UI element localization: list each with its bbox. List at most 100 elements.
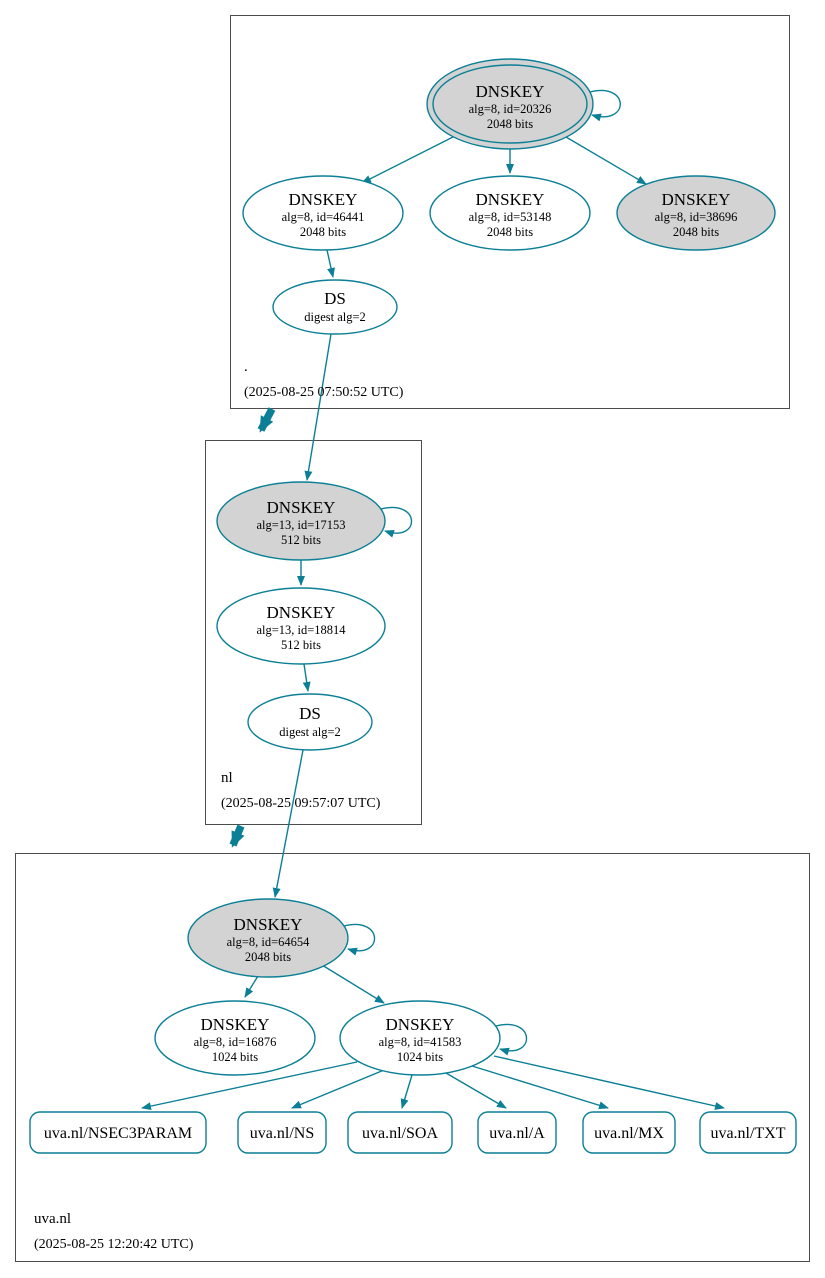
node-uva-zsk41583-dnskey[interactable]: DNSKEY alg=8, id=41583 1024 bits [339,1000,501,1076]
rrset-rect [699,1111,797,1154]
rrset-rect [237,1111,327,1154]
edge-uva-zsk41583-to-txt [493,1055,725,1110]
rrset-rect [477,1111,557,1154]
rrset-rect [29,1111,207,1154]
node-root-ds[interactable]: DS digest alg=2 [272,279,398,335]
dnskey-ellipse [242,175,404,251]
dnskey-ellipse [216,481,386,561]
dnskey-ellipse [154,1000,316,1076]
edge-uva-zsk41583-to-a [445,1072,507,1109]
zone-timestamp-root: (2025-08-25 07:50:52 UTC) [244,385,404,400]
zone-timestamp-uva-nl: (2025-08-25 12:20:42 UTC) [34,1237,194,1252]
node-title: DNSKEY [267,498,336,517]
node-bits: 512 bits [281,533,321,547]
node-nl-ds[interactable]: DS digest alg=2 [247,693,373,751]
edge-uva-zsk41583-to-soa [400,1074,413,1109]
node-bits: 2048 bits [487,117,533,131]
node-alg: alg=8, id=53148 [469,210,552,224]
ksk-inner-ellipse [432,64,588,144]
node-bits: 512 bits [281,638,321,652]
node-title: DNSKEY [386,1015,455,1034]
edge-uva-zsk41583-to-mx [471,1065,609,1110]
node-alg: alg=8, id=38696 [655,210,738,224]
node-rrset-ns[interactable]: uva.nl/NS [237,1111,327,1154]
edge-root-ksk-to-zsk46441 [361,136,454,184]
ds-ellipse [272,279,398,335]
node-title: DS [299,704,321,723]
zone-timestamp-nl: (2025-08-25 09:57:07 UTC) [221,796,381,811]
node-title: DNSKEY [201,1015,270,1034]
node-root-ksk38696-dnskey[interactable]: DNSKEY alg=8, id=38696 2048 bits [616,175,776,251]
rrset-rect [582,1111,676,1154]
node-root-ksk-dnskey[interactable]: DNSKEY alg=8, id=20326 2048 bits [426,58,594,150]
node-alg: alg=8, id=64654 [227,935,311,949]
edges [141,89,725,1111]
rrset-label: uva.nl/SOA [362,1125,438,1142]
edge-root-zsk46441-to-ds [326,249,335,278]
node-title: DNSKEY [289,190,358,209]
edge-uva-ksk-to-zsk41583 [321,964,385,1004]
dnskey-ellipse [429,175,591,251]
edge-root-ds-to-nl-ksk [304,333,332,481]
dnskey-ellipse [339,1000,501,1076]
edge-uva-zsk41583-selfloop [495,1023,528,1056]
rrset-label: uva.nl/NS [250,1125,314,1142]
node-title: DNSKEY [662,190,731,209]
node-rrset-a[interactable]: uva.nl/A [477,1111,557,1154]
zone-label-nl: nl [221,770,233,786]
rrset-label: uva.nl/NSEC3PARAM [44,1125,192,1142]
node-title: DNSKEY [476,190,545,209]
node-uva-zsk16876-dnskey[interactable]: DNSKEY alg=8, id=16876 1024 bits [154,1000,316,1076]
node-rrset-mx[interactable]: uva.nl/MX [582,1111,676,1154]
zone-box-uva-nl [15,853,810,1262]
node-rrset-soa[interactable]: uva.nl/SOA [347,1111,453,1154]
node-bits: 2048 bits [245,950,291,964]
zone-label-uva-nl: uva.nl [34,1211,71,1227]
node-alg: alg=8, id=41583 [379,1035,462,1049]
zone-box-root [230,15,790,409]
edge-nl-zsk-to-ds [302,663,311,692]
zone-label-root: . [244,359,248,375]
node-digest: digest alg=2 [279,725,341,739]
node-root-zsk53148-dnskey[interactable]: DNSKEY alg=8, id=53148 2048 bits [429,175,591,251]
ds-ellipse [247,693,373,751]
node-bits: 2048 bits [487,225,533,239]
node-alg: alg=13, id=18814 [256,623,346,637]
node-title: DS [324,289,346,308]
node-alg: alg=8, id=20326 [469,102,552,116]
node-alg: alg=13, id=17153 [256,518,345,532]
node-uva-ksk-dnskey[interactable]: DNSKEY alg=8, id=64654 2048 bits [187,898,349,978]
edge-uva-zsk41583-to-nsec3param [141,1061,358,1111]
node-nl-zsk-dnskey[interactable]: DNSKEY alg=13, id=18814 512 bits [216,587,386,665]
node-title: DNSKEY [476,82,545,101]
node-rrset-txt[interactable]: uva.nl/TXT [699,1111,797,1154]
node-digest: digest alg=2 [304,310,366,324]
rrset-label: uva.nl/MX [594,1125,664,1142]
node-rrset-nsec3param[interactable]: uva.nl/NSEC3PARAM [29,1111,207,1154]
edge-uva-ksk-to-zsk16876 [244,975,259,998]
node-bits: 2048 bits [673,225,719,239]
node-alg: alg=8, id=16876 [194,1035,277,1049]
edge-delegation-root-to-nl [257,407,276,433]
edge-root-ksk-to-ksk38696 [565,136,647,185]
rrset-label: uva.nl/A [489,1125,545,1142]
edge-root-ksk-selfloop [589,89,621,122]
node-bits: 1024 bits [212,1050,258,1064]
node-alg: alg=8, id=46441 [282,210,365,224]
node-root-zsk46441-dnskey[interactable]: DNSKEY alg=8, id=46441 2048 bits [242,175,404,251]
edge-uva-zsk41583-to-ns [291,1069,385,1109]
node-bits: 1024 bits [397,1050,443,1064]
rrset-label: uva.nl/TXT [710,1125,785,1142]
dnskey-ellipse [616,175,776,251]
edge-uva-ksk-selfloop [343,923,376,956]
node-bits: 2048 bits [300,225,346,239]
node-nl-ksk-dnskey[interactable]: DNSKEY alg=13, id=17153 512 bits [216,481,386,561]
edge-nl-ksk-selfloop [380,506,413,538]
node-title: DNSKEY [267,603,336,622]
dnskey-ellipse [187,898,349,978]
edge-nl-ds-to-uva-ksk [272,749,304,898]
rrset-rect [347,1111,453,1154]
edge-delegation-nl-to-uva [229,824,245,848]
